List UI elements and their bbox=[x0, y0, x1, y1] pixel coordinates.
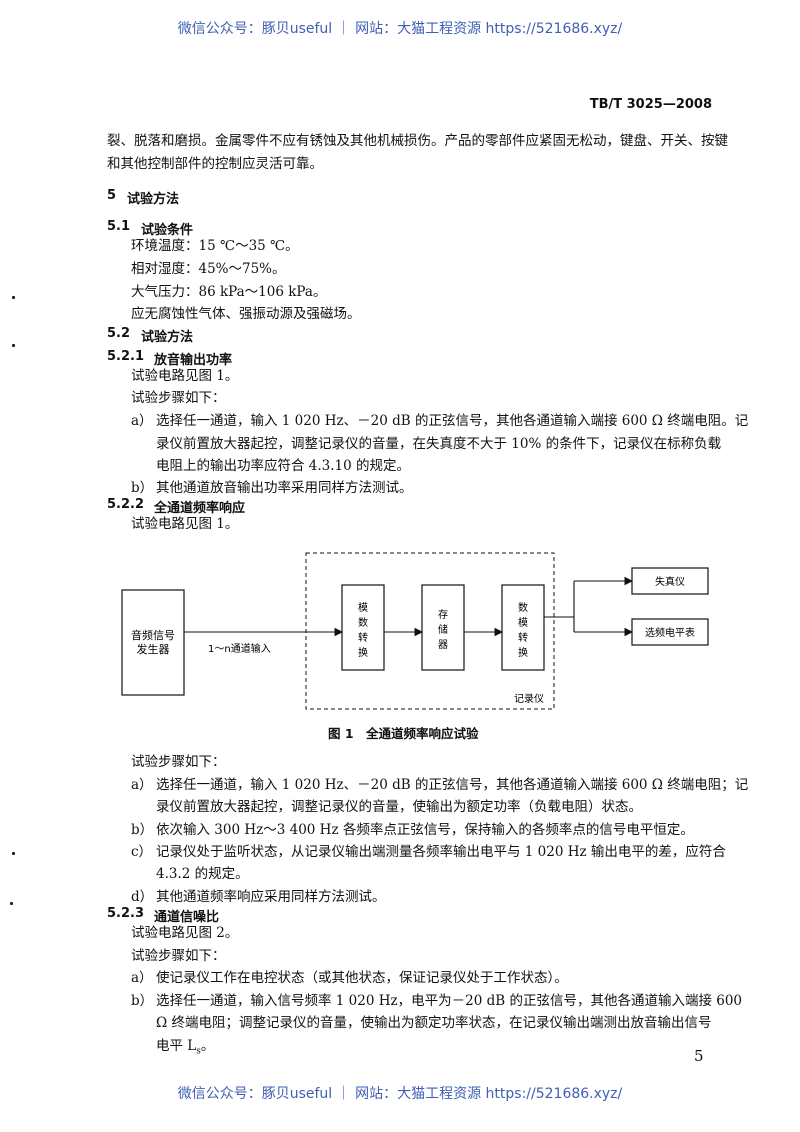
watermark-top: 微信公众号：豚贝useful ｜ 网站：大猫工程资源 https://52168… bbox=[177, 21, 623, 37]
s523-circuit: 试验电路见图 2。 bbox=[131, 925, 239, 941]
input-label: 1～n通道输入 bbox=[208, 642, 271, 655]
s523-b-label: b） bbox=[131, 993, 154, 1009]
s522-c-label: c） bbox=[131, 844, 153, 860]
s522-a-label: a） bbox=[131, 777, 153, 793]
scan-speck bbox=[10, 902, 13, 905]
adc-box bbox=[341, 584, 385, 671]
condition-environment: 应无腐蚀性气体、强振动源及强磁场。 bbox=[131, 306, 361, 322]
s522-steps: 试验步骤如下： bbox=[131, 754, 226, 770]
section-5-1-number: 5.1 bbox=[107, 219, 131, 234]
memory-char-1: 存 bbox=[438, 608, 448, 621]
section-5-title: 试验方法 bbox=[127, 192, 180, 207]
figure-1-diagram: 音频信号 发生器 1～n通道输入 记录仪 模 数 转 换 存 储 器 数 模 转… bbox=[121, 552, 709, 710]
s522-d-line-1: 其他通道频率响应采用同样方法测试。 bbox=[156, 889, 386, 905]
section-5-2-number: 5.2 bbox=[107, 326, 131, 341]
memory-box bbox=[421, 584, 465, 671]
s522-circuit: 试验电路见图 1。 bbox=[131, 516, 239, 532]
scan-speck bbox=[12, 344, 15, 347]
memory-char-2: 储 bbox=[438, 623, 448, 636]
s521-a-label: a） bbox=[131, 413, 153, 429]
s521-a-line-3: 电阻上的输出功率应符合 4.3.10 的规定。 bbox=[156, 458, 411, 474]
s522-c-line-2: 4.3.2 的规定。 bbox=[156, 866, 249, 882]
s523-b-line-3-text: 电平 L bbox=[156, 1038, 197, 1054]
section-5-2-title: 试验方法 bbox=[141, 330, 194, 345]
s522-a-line-1: 选择任一通道，输入 1 020 Hz、－20 dB 的正弦信号，其他各通道输入端… bbox=[156, 777, 749, 793]
figure-1-caption: 图 1 全通道频率响应试验 bbox=[328, 726, 479, 741]
generator-label-1: 音频信号 bbox=[131, 628, 175, 642]
memory-char-3: 器 bbox=[438, 639, 448, 651]
s522-a-line-2: 录仪前置放大器起控，调整记录仪的音量，使输出为额定功率（负载电阻）状态。 bbox=[156, 799, 642, 815]
scan-speck bbox=[12, 852, 15, 855]
s521-steps: 试验步骤如下： bbox=[131, 390, 226, 406]
s523-b-line-1: 选择任一通道，输入信号频率 1 020 Hz，电平为－20 dB 的正弦信号，其… bbox=[156, 993, 742, 1009]
s523-a-line-1: 使记录仪工作在电控状态（或其他状态，保证记录仪处于工作状态）。 bbox=[156, 970, 568, 986]
standard-number: TB/T 3025—2008 bbox=[589, 97, 712, 112]
s521-a-line-2: 录仪前置放大器起控，调整记录仪的音量，在失真度不大于 10% 的条件下，记录仪在… bbox=[156, 436, 722, 452]
section-5-1-title: 试验条件 bbox=[141, 223, 194, 238]
section-5-2-2-title: 全通道频率响应 bbox=[154, 501, 246, 516]
s523-b-line-3: 电平 Ls。 bbox=[156, 1036, 214, 1062]
s521-circuit: 试验电路见图 1。 bbox=[131, 368, 239, 384]
intro-line-1: 裂、脱落和磨损。金属零件不应有锈蚀及其他机械损伤。产品的零部件应紧固无松动，键盘… bbox=[107, 133, 728, 149]
s521-a-line-1: 选择任一通道，输入 1 020 Hz、－20 dB 的正弦信号，其他各通道输入端… bbox=[156, 413, 749, 429]
s523-b-line-2: Ω 终端电阻；调整记录仪的音量，使输出为额定功率状态，在记录仪输出端测出放音输出… bbox=[156, 1015, 712, 1031]
s522-d-label: d） bbox=[131, 889, 154, 905]
s521-b-label: b） bbox=[131, 480, 154, 496]
s522-b-line-1: 依次输入 300 Hz～3 400 Hz 各频率点正弦信号，保持输入的各频率点的… bbox=[156, 822, 694, 838]
s523-a-label: a） bbox=[131, 970, 153, 986]
dac-char-3: 转 bbox=[518, 631, 528, 644]
adc-char-4: 换 bbox=[358, 646, 368, 659]
recorder-label: 记录仪 bbox=[514, 693, 544, 705]
dac-char-2: 模 bbox=[518, 617, 528, 629]
dac-char-4: 换 bbox=[518, 646, 528, 659]
condition-pressure: 大气压力：86 kPa～106 kPa。 bbox=[131, 284, 327, 300]
section-5-2-1-number: 5.2.1 bbox=[107, 349, 145, 364]
generator-box bbox=[121, 589, 185, 696]
s522-b-label: b） bbox=[131, 822, 154, 838]
s523-b-line-3-end: 。 bbox=[200, 1038, 215, 1054]
section-5-2-3-title: 通道信噪比 bbox=[154, 910, 220, 925]
level-meter-box bbox=[631, 618, 709, 646]
condition-humidity: 相对湿度：45%～75%。 bbox=[131, 261, 286, 277]
s523-b-subscript: s bbox=[196, 1046, 201, 1057]
watermark-bottom: 微信公众号：豚贝useful ｜ 网站：大猫工程资源 https://52168… bbox=[177, 1086, 623, 1102]
section-5-2-2-number: 5.2.2 bbox=[107, 497, 145, 512]
generator-label-2: 发生器 bbox=[137, 642, 170, 656]
adc-char-3: 转 bbox=[358, 631, 368, 644]
dac-box bbox=[501, 584, 545, 671]
intro-line-2: 和其他控制部件的控制应灵活可靠。 bbox=[107, 156, 323, 172]
recorder-boundary bbox=[305, 552, 555, 710]
dac-char-1: 数 bbox=[518, 601, 528, 614]
page-number: 5 bbox=[694, 1047, 704, 1065]
adc-char-1: 模 bbox=[358, 602, 368, 614]
section-5-number: 5 bbox=[107, 188, 117, 203]
section-5-2-1-title: 放音输出功率 bbox=[154, 353, 233, 368]
s521-b-line-1: 其他通道放音输出功率采用同样方法测试。 bbox=[156, 480, 413, 496]
scan-speck bbox=[12, 296, 15, 299]
s522-c-line-1: 记录仪处于监听状态，从记录仪输出端测量各频率输出电平与 1 020 Hz 输出电… bbox=[156, 844, 726, 860]
distortion-meter-box bbox=[631, 567, 709, 595]
section-5-2-3-number: 5.2.3 bbox=[107, 906, 145, 921]
level-meter-label: 选频电平表 bbox=[645, 626, 695, 639]
condition-temperature: 环境温度：15 ℃～35 ℃。 bbox=[131, 238, 299, 254]
s523-steps: 试验步骤如下： bbox=[131, 948, 226, 964]
adc-char-2: 数 bbox=[358, 616, 368, 629]
distortion-meter-label: 失真仪 bbox=[655, 575, 685, 588]
